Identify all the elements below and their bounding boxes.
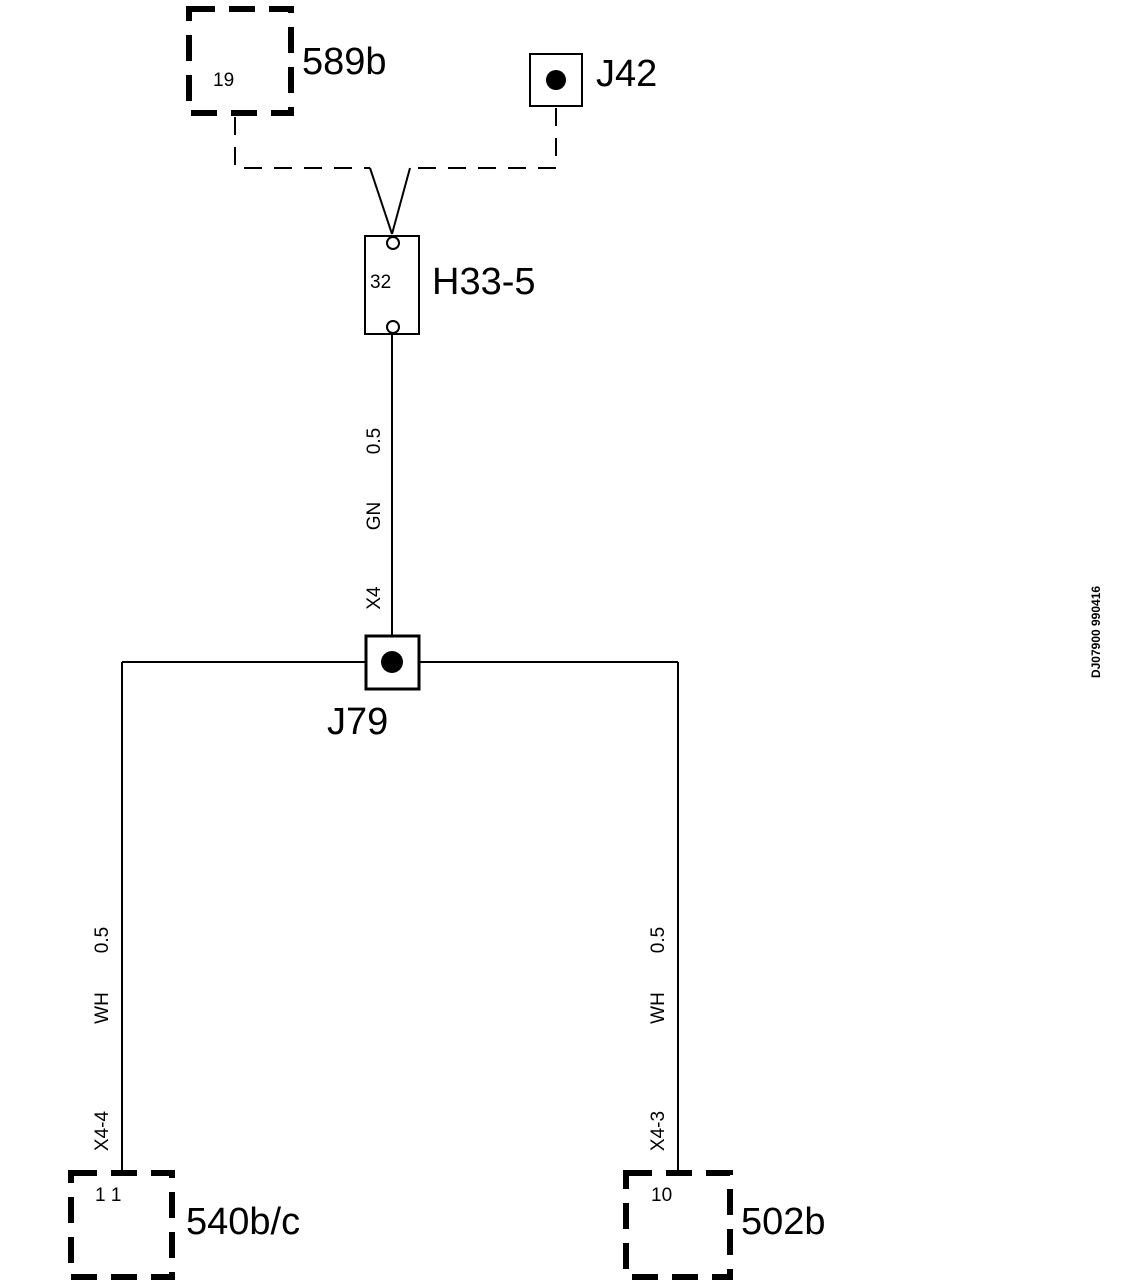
- component-589b-label: 589b: [302, 41, 387, 83]
- connector-h33-5-pin: 32: [370, 272, 391, 293]
- connector-h33-5-top-pin: [386, 236, 400, 250]
- component-540bc-box: [68, 1170, 175, 1280]
- wire-right: 0.5 WH X4-3: [648, 662, 679, 1170]
- component-589b-box: [186, 6, 294, 116]
- wire-center-size: 0.5: [364, 428, 385, 454]
- splice-j42-box: [529, 53, 583, 107]
- wire-right-size: 0.5: [648, 927, 669, 953]
- wire-center: 0.5 GN X4: [364, 334, 393, 636]
- splice-j42-label: J42: [596, 53, 657, 95]
- dashed-wires-top: [234, 108, 557, 235]
- splice-j79-dot: [381, 651, 403, 673]
- connector-h33-5-bottom-pin: [386, 320, 400, 334]
- splice-j42-dot: [546, 70, 566, 90]
- splice-j42: J42: [529, 53, 657, 107]
- component-540bc-label: 540b/c: [186, 1201, 300, 1243]
- dashed-wire-j42: [410, 108, 557, 169]
- component-502b-pin: 10: [651, 1185, 672, 1206]
- component-540bc-pin: 1 1: [95, 1185, 121, 1206]
- wire-left-connector: X4-4: [92, 1111, 113, 1152]
- dashed-wire-589b: [234, 117, 370, 169]
- component-502b-label: 502b: [741, 1201, 826, 1243]
- splice-j79: J79: [122, 634, 678, 743]
- wire-center-color: GN: [364, 502, 385, 531]
- wire-merge-right: [391, 167, 411, 235]
- wire-left-size: 0.5: [92, 927, 113, 953]
- splice-j79-label: J79: [327, 701, 388, 743]
- wire-center-connector: X4: [364, 586, 385, 610]
- component-502b-box: [623, 1170, 733, 1280]
- wire-right-connector: X4-3: [648, 1111, 669, 1151]
- component-502b: 10 502b: [623, 1170, 826, 1280]
- component-589b: 19 589b: [186, 6, 387, 116]
- connector-h33-5: 32 H33-5: [364, 235, 536, 335]
- component-589b-pin: 19: [213, 70, 234, 91]
- component-540bc: 1 1 540b/c: [68, 1170, 300, 1280]
- wire-left: 0.5 WH X4-4: [92, 662, 123, 1170]
- document-code: DJ07900 990416: [1089, 586, 1103, 678]
- wire-right-color: WH: [648, 992, 669, 1024]
- wire-merge-left: [369, 167, 393, 235]
- wire-left-color: WH: [92, 992, 113, 1024]
- connector-h33-5-label: H33-5: [432, 261, 536, 303]
